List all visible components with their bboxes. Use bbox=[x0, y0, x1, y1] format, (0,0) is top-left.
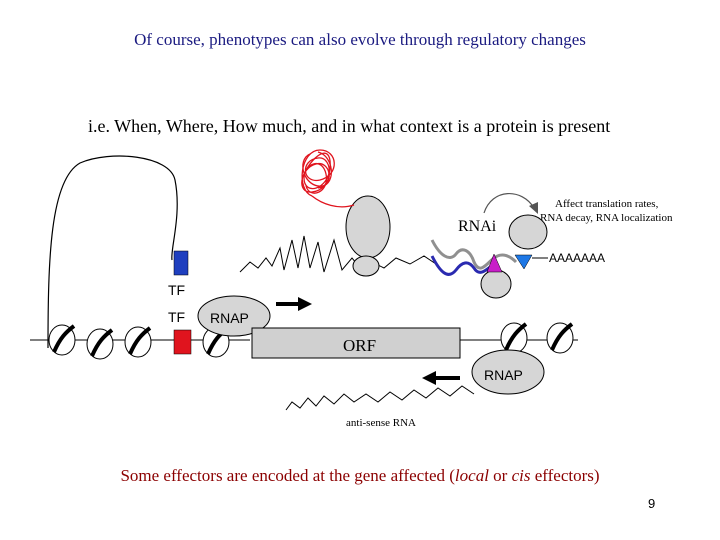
tf-label-top: TF bbox=[168, 282, 185, 298]
affect-text-line1: Affect translation rates, bbox=[555, 198, 659, 210]
tf-label-bottom: TF bbox=[168, 309, 185, 325]
forward-arrow bbox=[276, 297, 312, 311]
slide-caption: Some effectors are encoded at the gene a… bbox=[0, 466, 720, 486]
nucleosome bbox=[86, 328, 114, 360]
orf-label: ORF bbox=[343, 336, 376, 355]
rnap-reverse-blob bbox=[471, 349, 545, 395]
rnai-marker-magenta bbox=[486, 253, 503, 273]
rnai-wave-gray bbox=[430, 239, 518, 270]
caption-suffix: effectors) bbox=[530, 466, 600, 485]
rnai-label: RNAi bbox=[458, 218, 497, 235]
page-number: 9 bbox=[648, 496, 656, 511]
caption-cis: cis bbox=[511, 466, 531, 485]
nascent-protein-tangle bbox=[301, 149, 355, 208]
rnai-complex-top bbox=[508, 214, 548, 250]
dna-loop bbox=[47, 155, 178, 349]
affect-text-line2: RNA decay, RNA localization bbox=[540, 212, 673, 224]
rnap-forward-blob bbox=[197, 295, 271, 337]
mrna-squiggle bbox=[239, 235, 437, 273]
tf-blue-box bbox=[173, 250, 189, 276]
slide-title: Of course, phenotypes can also evolve th… bbox=[134, 30, 586, 49]
rnap-reverse-label: RNAP bbox=[484, 367, 523, 383]
rnai-complex-bottom bbox=[480, 269, 512, 299]
caption-prefix: Some effectors are encoded at the gene a… bbox=[120, 466, 455, 485]
antisense-rna-squiggle bbox=[285, 385, 475, 411]
orf-box bbox=[251, 327, 461, 359]
polya-tail-label: AAAAAAA bbox=[549, 251, 605, 265]
slide-subtitle: i.e. When, Where, How much, and in what … bbox=[88, 116, 611, 136]
curved-arrow bbox=[483, 193, 535, 214]
rnai-marker-blue bbox=[514, 254, 533, 270]
nucleosome bbox=[124, 326, 152, 358]
ribosome-small-subunit bbox=[352, 255, 380, 277]
nucleosome bbox=[500, 322, 528, 354]
caption-or: or bbox=[488, 466, 512, 485]
nucleosome bbox=[546, 322, 574, 354]
caption-local: local bbox=[454, 466, 489, 485]
rnap-forward-label: RNAP bbox=[210, 310, 249, 326]
tf-red-box bbox=[173, 329, 192, 355]
rnai-wave-blue bbox=[430, 255, 495, 276]
antisense-label: anti-sense RNA bbox=[346, 417, 416, 429]
nucleosome bbox=[48, 324, 76, 356]
curved-arrow-head bbox=[529, 202, 538, 214]
reverse-arrow bbox=[422, 371, 460, 385]
